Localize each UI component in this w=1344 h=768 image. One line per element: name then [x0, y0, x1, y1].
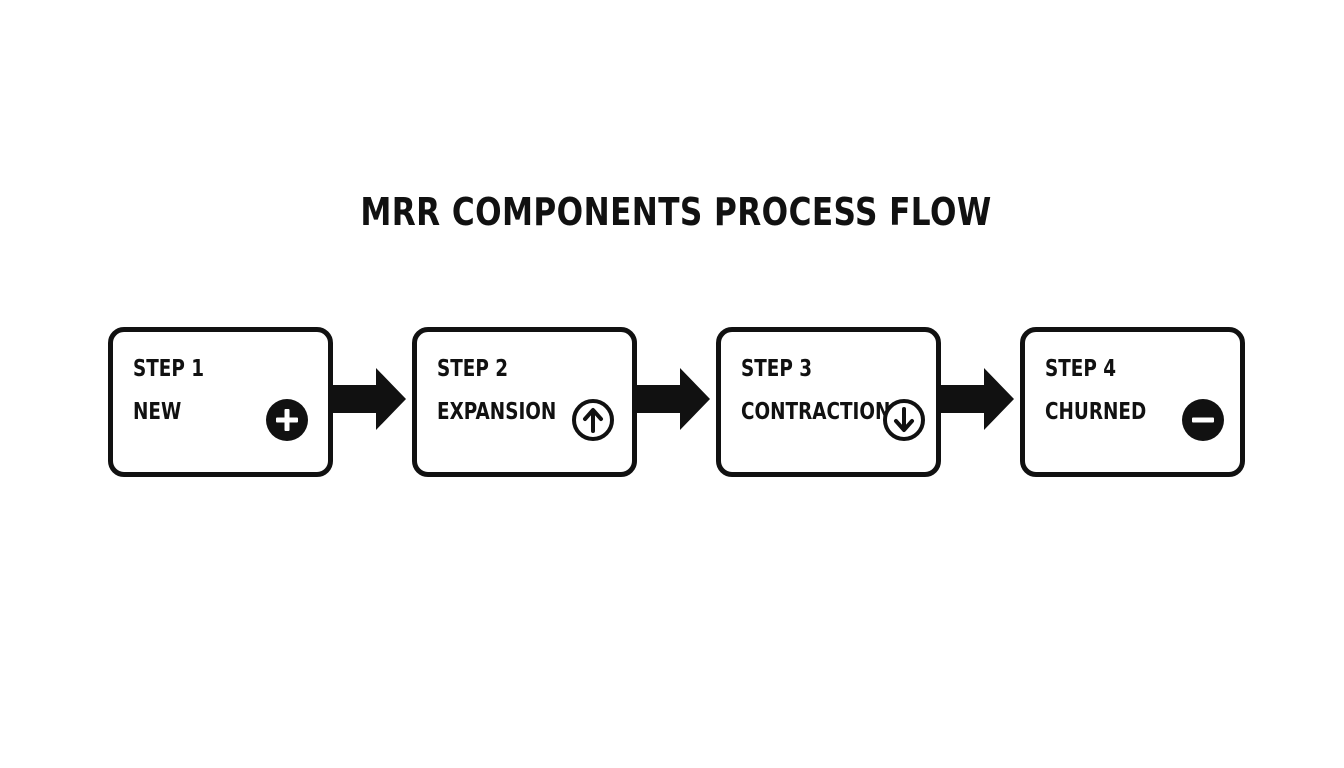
arrow-up-circle-icon — [571, 398, 615, 442]
flow-arrow-2 — [632, 368, 712, 430]
flow-arrow-3 — [936, 368, 1016, 430]
minus-circle-icon — [1181, 398, 1225, 442]
step-3-label: STEP 3 — [741, 356, 813, 382]
step-2-name: EXPANSION — [437, 399, 557, 425]
step-4-name: CHURNED — [1045, 399, 1147, 425]
step-4-label: STEP 4 — [1045, 356, 1117, 382]
step-1-name: NEW — [133, 399, 182, 425]
step-3-box: STEP 3 CONTRACTION — [716, 327, 941, 477]
step-4-box: STEP 4 CHURNED — [1020, 327, 1245, 477]
step-1-box: STEP 1 NEW — [108, 327, 333, 477]
step-2-box: STEP 2 EXPANSION — [412, 327, 637, 477]
arrow-down-circle-icon — [882, 398, 926, 442]
step-2-label: STEP 2 — [437, 356, 509, 382]
flow-arrow-1 — [328, 368, 408, 430]
diagram-title: MRR COMPONENTS PROCESS FLOW — [360, 190, 992, 234]
step-3-name: CONTRACTION — [741, 399, 891, 425]
step-1-label: STEP 1 — [133, 356, 205, 382]
plus-circle-icon — [265, 398, 309, 442]
